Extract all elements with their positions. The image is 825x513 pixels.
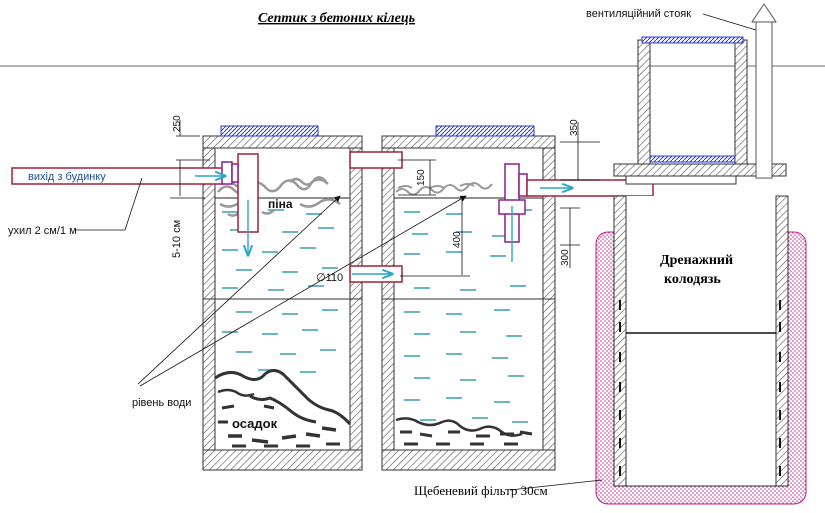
sediment-label: осадок [232,416,278,431]
ventilation-label: вентиляційний стояк [586,8,691,20]
inlet-label: вихід з будинку [28,171,106,183]
dim-350: 350 [569,119,580,136]
well-top-lid [641,36,744,44]
foam-label: піна [268,197,293,211]
dim-5-10: 5-10 см [171,220,183,258]
drain-well-label-1: Дренажний [660,253,733,268]
tank-2-water [404,209,532,423]
drain-well [595,3,807,505]
tank-1-lid [220,125,319,137]
tank-2-sediment [395,417,533,446]
tank-2 [381,125,556,471]
outlet-pipe [498,163,654,262]
tank-1-sediment [214,369,352,448]
drain-well-label-2: колодязь [664,272,721,287]
well-inner-lid [649,155,736,163]
vent-arrow [751,3,777,23]
tank-2-lid [435,125,535,137]
slope-label: ухил 2 см/1 м [8,225,77,237]
dimension-lines [170,120,600,277]
water-level-label: рівень води [132,397,191,409]
overflow-pipe [349,265,403,283]
dim-300: 300 [560,249,571,266]
tank-2-foam [395,182,493,196]
vent-link-pipe [349,151,403,169]
inlet-pipe [11,153,259,255]
dim-250: 250 [172,115,183,132]
gravel-filter-label: Щебеневий фільтр 30см [414,483,548,498]
tank-1 [202,125,363,471]
leader-lines [75,13,757,491]
vent-pipe [755,19,773,179]
dim-400: 400 [452,231,463,248]
diagram-title: Септик з бетоних кілець [258,11,415,26]
dim-150: 150 [416,169,427,186]
pipe-diameter-label: ∅110 [316,272,343,284]
tank-1-water [222,209,338,373]
